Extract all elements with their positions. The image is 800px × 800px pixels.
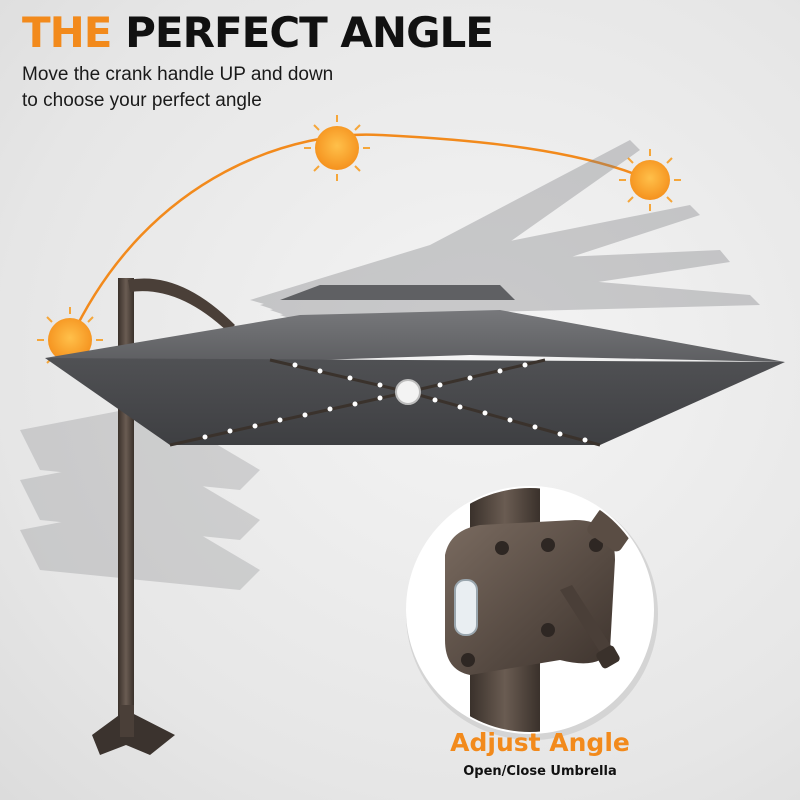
- headline-rest: PERFECT ANGLE: [125, 8, 494, 57]
- callout-subtitle: Open/Close Umbrella: [463, 764, 617, 779]
- headline: THE PERFECT ANGLE: [22, 8, 494, 57]
- sun-icon: [304, 115, 370, 181]
- sun-icon: [619, 149, 681, 211]
- subtext-line-2: to choose your perfect angle: [22, 90, 262, 111]
- ghost-canopies-up: [250, 140, 760, 335]
- ghost-canopies-down: [20, 405, 260, 590]
- subtext-line-1: Move the crank handle UP and down: [22, 64, 334, 85]
- led-light-icon: [202, 362, 588, 443]
- canopy-top: [45, 310, 785, 365]
- sun-icon: [37, 307, 103, 373]
- crank-handle-icon: [445, 488, 633, 732]
- subtext: Move the crank handle UP and down to choo…: [22, 62, 402, 114]
- umbrella-base: [92, 705, 175, 755]
- headline-accent: THE: [22, 8, 112, 57]
- canopy-top-tier: [280, 285, 515, 300]
- callout-title: Adjust Angle: [450, 728, 630, 757]
- sun-arc: [68, 133, 651, 341]
- canopy-ribs: [169, 358, 601, 447]
- center-led-light: [395, 379, 421, 405]
- umbrella-arm: [128, 278, 235, 332]
